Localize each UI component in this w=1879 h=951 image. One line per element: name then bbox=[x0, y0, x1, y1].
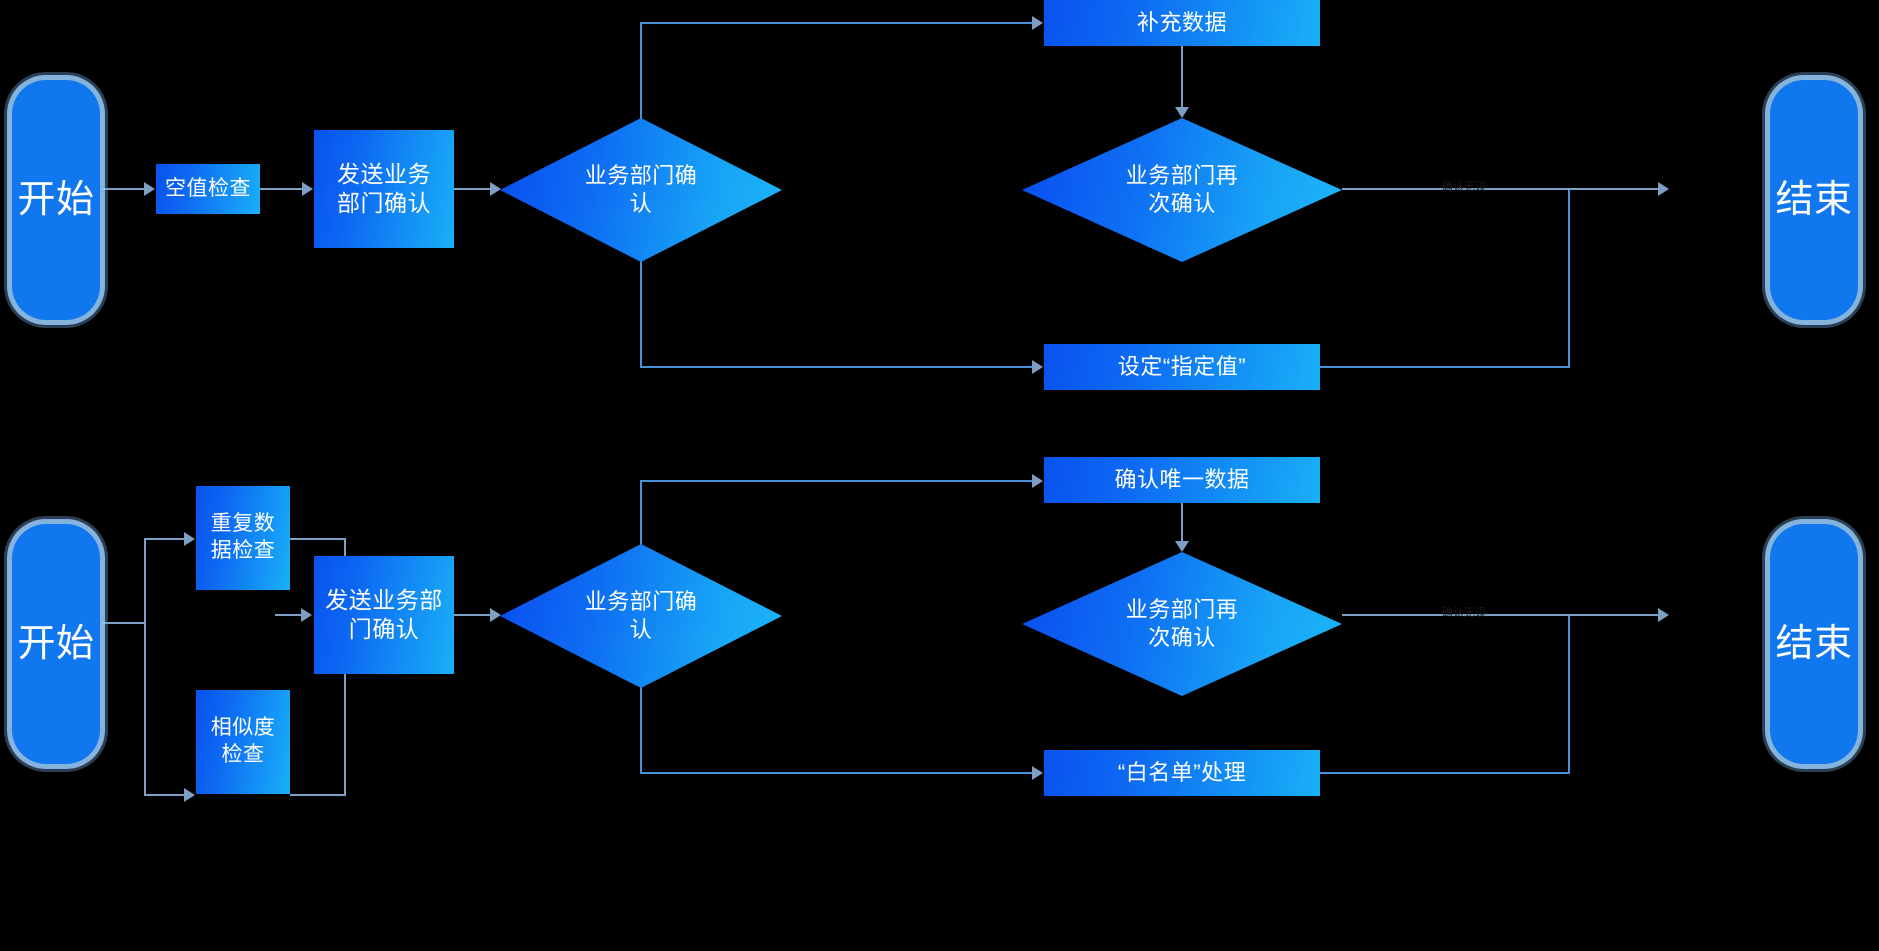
node-send-confirm-row1[interactable]: 发送业务 部门确认 bbox=[314, 130, 454, 248]
edge-whitelist-up-row2 bbox=[1568, 616, 1570, 774]
arrowhead-decision2-row1 bbox=[1175, 107, 1189, 118]
edge-start-to-nullcheck bbox=[102, 188, 144, 190]
edge-decision1-down-h-row2 bbox=[640, 772, 1034, 774]
node-confirm-unique-data[interactable]: 确认唯一数据 bbox=[1044, 457, 1320, 503]
node-start-row1[interactable]: 开始 bbox=[12, 80, 100, 320]
edge-start-split-row2 bbox=[102, 622, 146, 624]
node-start-row2-label: 开始 bbox=[17, 622, 95, 665]
node-decision-confirm-row1-line2: 认 bbox=[629, 191, 653, 216]
arrowhead-send-row1 bbox=[302, 182, 313, 196]
node-decision-reconfirm-row1-line1: 业务部门再 bbox=[1125, 162, 1239, 188]
arrowhead-branch-top-row2 bbox=[1032, 474, 1043, 488]
arrowhead-simcheck bbox=[184, 788, 195, 802]
edge-merge-out-row2 bbox=[275, 614, 303, 616]
edge-send-to-decision1-row2 bbox=[454, 614, 490, 616]
edge-decision1-up-row2 bbox=[640, 480, 642, 546]
node-decision-confirm-row1-text: 业务部门确 认 bbox=[549, 162, 734, 218]
arrowhead-decision1-row2 bbox=[490, 608, 501, 622]
edge-label-confirm-row1: 确认无误 bbox=[1442, 181, 1486, 193]
node-decision-reconfirm-row2-line2: 次确认 bbox=[1148, 625, 1216, 650]
node-decision-reconfirm-row1-text: 业务部门再 次确认 bbox=[1090, 162, 1275, 218]
node-duplicate-check[interactable]: 重复数 据检查 bbox=[196, 486, 290, 590]
node-send-confirm-row2-line2: 门确认 bbox=[348, 616, 420, 642]
arrowhead-end-row2 bbox=[1658, 608, 1669, 622]
node-decision-reconfirm-row1[interactable]: 业务部门再 次确认 bbox=[1022, 118, 1342, 262]
edge-unique-to-decision2 bbox=[1181, 503, 1183, 543]
edge-supplement-to-decision2 bbox=[1181, 46, 1183, 109]
node-send-confirm-row1-line2: 部门确认 bbox=[337, 190, 431, 216]
node-end-row1[interactable]: 结束 bbox=[1770, 80, 1858, 320]
arrowhead-branch-bottom-row1 bbox=[1032, 360, 1043, 374]
node-set-default-value-label: 设定“指定值” bbox=[1117, 353, 1247, 379]
node-end-row2-label: 结束 bbox=[1775, 622, 1853, 665]
edge-label-confirm-row2: 确认无误 bbox=[1442, 607, 1486, 619]
edge-send-to-decision1-row1 bbox=[454, 188, 490, 190]
edge-setvalue-up-row1 bbox=[1568, 190, 1570, 368]
edge-decision1-down-row1 bbox=[640, 260, 642, 366]
node-null-check-label: 空值检查 bbox=[165, 176, 251, 200]
arrowhead-send-row2 bbox=[301, 608, 312, 622]
node-decision-confirm-row1-line1: 业务部门确 bbox=[584, 162, 698, 188]
node-start-row2[interactable]: 开始 bbox=[12, 524, 100, 764]
arrowhead-nullcheck bbox=[144, 182, 155, 196]
arrowhead-decision1-row1 bbox=[490, 182, 501, 196]
node-end-row1-label: 结束 bbox=[1775, 178, 1853, 221]
edge-simcheck-merge-row2 bbox=[290, 794, 346, 796]
edge-decision1-down-row2 bbox=[640, 686, 642, 774]
node-null-check[interactable]: 空值检查 bbox=[156, 164, 260, 214]
node-send-confirm-row2-line1: 发送业务部 bbox=[325, 586, 443, 613]
edge-dupcheck-merge-row2 bbox=[290, 538, 346, 540]
node-supplement-data-label: 补充数据 bbox=[1136, 9, 1227, 35]
arrowhead-decision2-row2 bbox=[1175, 541, 1189, 552]
node-similarity-check-line2: 检查 bbox=[221, 743, 265, 766]
node-whitelist-process-label: “白名单”处理 bbox=[1117, 759, 1247, 785]
node-similarity-check-line1: 相似度 bbox=[210, 716, 276, 740]
edge-setvalue-right-row1 bbox=[1320, 366, 1570, 368]
node-set-default-value[interactable]: 设定“指定值” bbox=[1044, 344, 1320, 390]
arrowhead-dupcheck bbox=[184, 532, 195, 546]
edge-nullcheck-to-send bbox=[260, 188, 302, 190]
node-decision-confirm-row2-line2: 认 bbox=[629, 617, 653, 642]
edge-whitelist-right-row2 bbox=[1320, 772, 1570, 774]
node-decision-reconfirm-row2-line1: 业务部门再 bbox=[1125, 596, 1239, 622]
node-decision-confirm-row2-line1: 业务部门确 bbox=[584, 588, 698, 614]
node-duplicate-check-line1: 重复数 bbox=[210, 512, 276, 536]
edge-decision1-down-h-row1 bbox=[640, 366, 1034, 368]
edge-split-bottom-row2 bbox=[144, 794, 186, 796]
arrowhead-branch-bottom-row2 bbox=[1032, 766, 1043, 780]
arrowhead-end-row1 bbox=[1658, 182, 1669, 196]
node-start-row1-label: 开始 bbox=[17, 178, 95, 221]
node-confirm-unique-data-label: 确认唯一数据 bbox=[1114, 466, 1250, 492]
edge-decision1-up-row1 bbox=[640, 22, 642, 120]
arrowhead-branch-top-row1 bbox=[1032, 16, 1043, 30]
edge-decision2-to-end-row2 bbox=[1342, 614, 1660, 616]
edge-start-split-v-row2 bbox=[144, 538, 146, 796]
edge-decision1-up-h-row2 bbox=[640, 480, 1034, 482]
node-decision-reconfirm-row2-text: 业务部门再 次确认 bbox=[1090, 596, 1275, 652]
edge-split-top-row2 bbox=[144, 538, 186, 540]
node-similarity-check[interactable]: 相似度 检查 bbox=[196, 690, 290, 794]
node-duplicate-check-line2: 据检查 bbox=[210, 539, 276, 562]
edge-decision1-up-h-row1 bbox=[640, 22, 1034, 24]
node-end-row2[interactable]: 结束 bbox=[1770, 524, 1858, 764]
node-send-confirm-row1-line1: 发送业务 bbox=[337, 160, 431, 187]
node-decision-confirm-row2[interactable]: 业务部门确 认 bbox=[500, 544, 782, 688]
node-whitelist-process[interactable]: “白名单”处理 bbox=[1044, 750, 1320, 796]
node-decision-reconfirm-row2[interactable]: 业务部门再 次确认 bbox=[1022, 552, 1342, 696]
node-decision-reconfirm-row1-line2: 次确认 bbox=[1148, 191, 1216, 216]
node-send-confirm-row2[interactable]: 发送业务部 门确认 bbox=[314, 556, 454, 674]
node-supplement-data[interactable]: 补充数据 bbox=[1044, 0, 1320, 46]
edge-decision2-to-end-row1 bbox=[1342, 188, 1660, 190]
node-decision-confirm-row2-text: 业务部门确 认 bbox=[549, 588, 734, 644]
node-decision-confirm-row1[interactable]: 业务部门确 认 bbox=[500, 118, 782, 262]
